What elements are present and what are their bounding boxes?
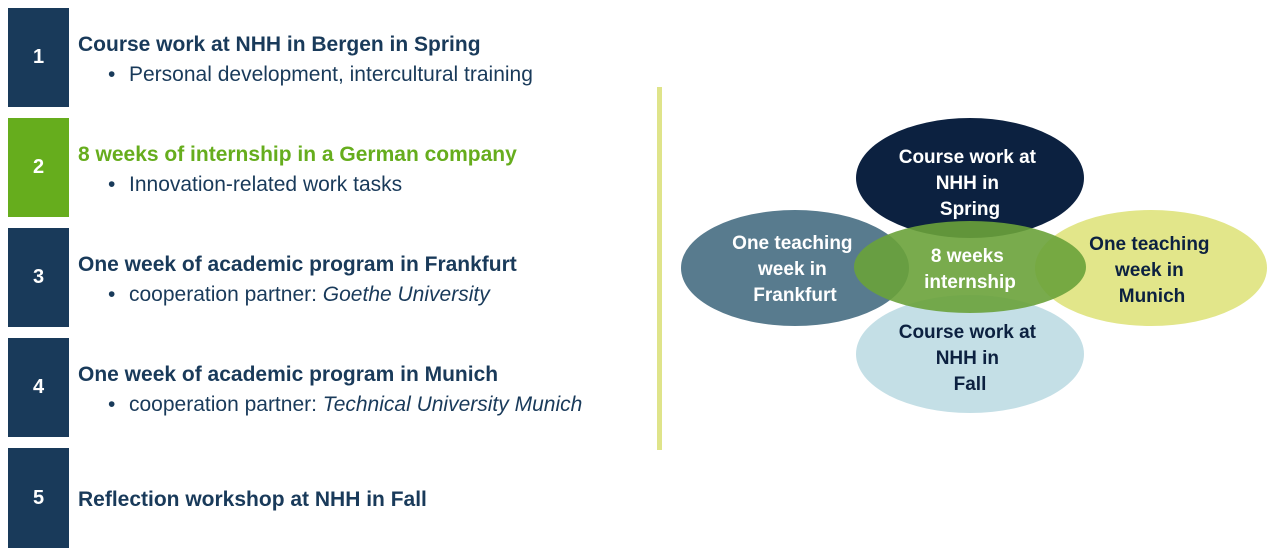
step-title: 8 weeks of internship in a German compan… <box>78 143 517 166</box>
step-number: 2 <box>32 156 45 178</box>
bullet-dot-icon: • <box>108 283 116 306</box>
bullet-dot-icon: • <box>108 63 116 86</box>
bullet-text: cooperation partner: <box>129 283 323 306</box>
label-right-line: Munich <box>1119 286 1186 307</box>
ellipse-top <box>856 118 1084 238</box>
step-title: Course work at NHH in Bergen in Spring <box>78 33 481 56</box>
label-top-line: Spring <box>940 199 1000 220</box>
step-number-box: 4 <box>8 338 69 437</box>
step-number: 3 <box>32 266 45 288</box>
step-number-box: 3 <box>8 228 69 327</box>
step-number: 1 <box>32 46 45 68</box>
vertical-divider <box>657 87 662 450</box>
label-top-line: NHH in <box>936 173 999 194</box>
label-left-line: One teaching <box>732 233 852 254</box>
ellipse-center <box>854 221 1086 313</box>
label-bottom-line: Course work at <box>899 322 1037 343</box>
label-bottom: Course work at NHH in Fall <box>899 322 1042 395</box>
step-number-box: 1 <box>8 8 69 107</box>
step-bullet: • cooperation partner: Goethe University <box>108 284 490 305</box>
step-title: Reflection workshop at NHH in Fall <box>78 488 427 511</box>
ellipse-bottom <box>856 295 1084 413</box>
label-center-line: internship <box>924 272 1016 293</box>
bullet-text: Innovation-related work tasks <box>129 173 403 196</box>
label-bottom-line: NHH in <box>936 348 999 369</box>
step-number-box: 5 <box>8 448 69 548</box>
bullet-dot-icon: • <box>108 393 116 416</box>
step-bullet: • cooperation partner: Technical Universi… <box>108 394 582 415</box>
label-right-line: One teaching <box>1089 234 1209 255</box>
label-top: Course work at NHH in Spring <box>899 147 1042 220</box>
bullet-text: cooperation partner: <box>129 393 323 416</box>
ellipse-right <box>1035 210 1267 326</box>
label-top-line: Course work at <box>899 147 1037 168</box>
bullet-italic-text: Goethe University <box>322 283 490 306</box>
label-right: One teaching week in Munich <box>1089 234 1215 307</box>
label-left-line: Frankfurt <box>753 285 837 306</box>
step-title: One week of academic program in Frankfur… <box>78 253 517 276</box>
step-number: 5 <box>32 486 45 509</box>
label-left: One teaching week in Frankfurt <box>732 233 858 306</box>
label-center: 8 weeks internship <box>924 246 1016 293</box>
label-center-line: 8 weeks <box>931 246 1004 267</box>
step-bullet: • Personal development, intercultural tra… <box>108 64 533 85</box>
step-number-box: 2 <box>8 118 69 217</box>
label-right-line: week in <box>1114 260 1184 281</box>
step-number: 4 <box>32 376 45 398</box>
bullet-italic-text: Technical University Munich <box>322 393 583 416</box>
bullet-text: Personal development, intercultural trai… <box>129 63 533 86</box>
bullet-dot-icon: • <box>108 173 116 196</box>
label-bottom-line: Fall <box>954 374 987 395</box>
step-title: One week of academic program in Munich <box>78 363 499 386</box>
step-bullet: • Innovation-related work tasks <box>108 174 402 195</box>
label-left-line: week in <box>757 259 827 280</box>
ellipse-left <box>681 210 909 326</box>
